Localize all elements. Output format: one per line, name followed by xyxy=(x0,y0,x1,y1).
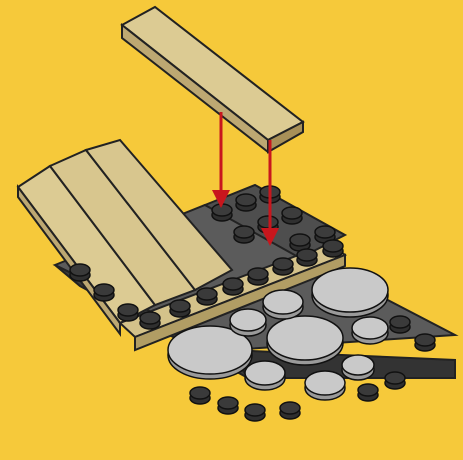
dark-stud xyxy=(218,397,238,414)
dark-stud xyxy=(248,268,268,285)
dark-stud xyxy=(223,278,243,295)
dark-stud xyxy=(140,312,160,329)
dark-stud xyxy=(70,264,90,281)
dark-stud xyxy=(280,402,300,419)
round-tile xyxy=(230,309,266,336)
dark-stud xyxy=(234,226,254,243)
dark-stud xyxy=(197,288,217,305)
round-tile xyxy=(267,316,343,365)
dark-stud xyxy=(385,372,405,389)
round-tile xyxy=(263,290,303,319)
dark-stud xyxy=(118,304,138,321)
dark-stud xyxy=(273,258,293,275)
dark-stud xyxy=(358,384,378,401)
dark-stud xyxy=(390,316,410,333)
dark-stud xyxy=(94,284,114,301)
dark-stud xyxy=(190,387,210,404)
dark-stud xyxy=(170,300,190,317)
dark-stud xyxy=(297,249,317,266)
round-tile xyxy=(245,361,285,390)
dark-stud xyxy=(415,334,435,351)
round-tile xyxy=(342,355,374,380)
round-tile xyxy=(352,317,388,344)
dark-stud xyxy=(323,240,343,257)
dark-stud xyxy=(236,194,256,211)
round-tile xyxy=(305,371,345,400)
dark-stud xyxy=(212,204,232,221)
round-tile xyxy=(312,268,388,317)
dark-stud xyxy=(282,207,302,224)
dark-stud xyxy=(245,404,265,421)
